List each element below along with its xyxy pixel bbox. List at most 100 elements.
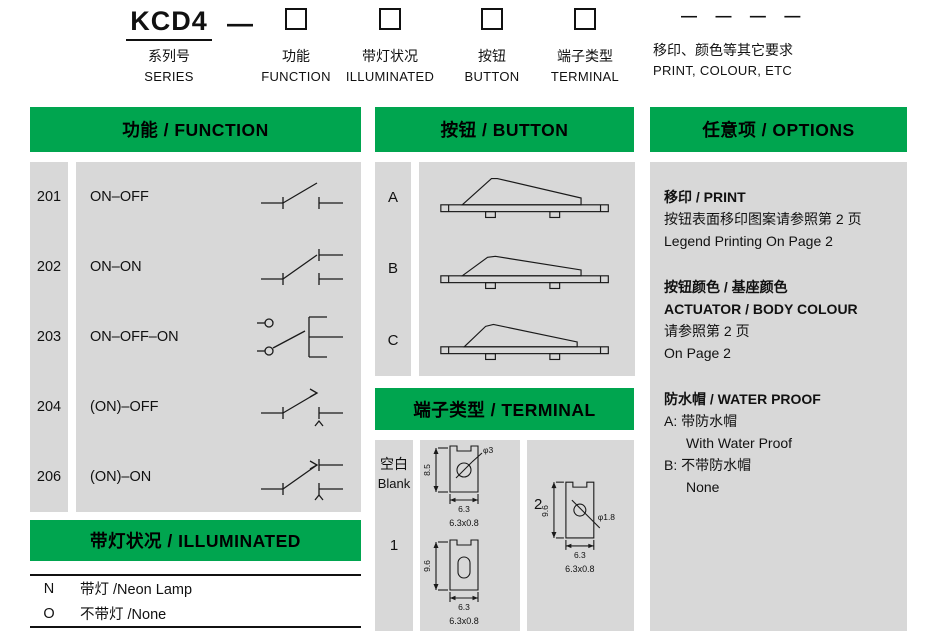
illuminated-row: O 不带灯 /None bbox=[30, 601, 361, 626]
terminal-code-2: 2 bbox=[534, 496, 543, 513]
dim-label-spec: 6.3x0.8 bbox=[566, 564, 595, 574]
waterproof-title: 防水帽 / WATER PROOF bbox=[664, 391, 821, 407]
function-code: 202 bbox=[36, 259, 62, 275]
slot-button-label-en: BUTTON bbox=[464, 69, 520, 84]
dim-label-height: 8.5 bbox=[422, 464, 432, 476]
function-label: ON–OFF–ON bbox=[90, 329, 179, 345]
options-section-header: 任意项 / OPTIONS bbox=[650, 107, 907, 152]
series-block: KCD4 系列号 SERIES bbox=[126, 6, 212, 84]
function-label: ON–ON bbox=[90, 259, 142, 275]
dim-label-height: 9.6 bbox=[422, 560, 432, 572]
dim-label-hole: φ3 bbox=[483, 445, 494, 455]
function-row: (ON)–ON bbox=[76, 442, 361, 512]
terminal-drawing-1: 9.6 6.3 6.3x0.8 bbox=[422, 539, 479, 626]
function-code: 201 bbox=[36, 189, 62, 205]
dim-label-height: 9.6 bbox=[542, 505, 550, 517]
button-code: C bbox=[387, 331, 399, 349]
button-code: A bbox=[387, 189, 398, 207]
print-note-en: Legend Printing On Page 2 bbox=[664, 233, 833, 249]
circuit-symbol-on-off-on bbox=[257, 316, 343, 358]
function-row: ON–OFF bbox=[76, 162, 361, 232]
dim-label-width: 6.3 bbox=[574, 550, 586, 560]
circuit-symbol-on-on bbox=[261, 249, 343, 285]
colour-note-en: On Page 2 bbox=[664, 345, 731, 361]
button-profile-c bbox=[439, 324, 609, 361]
terminal-drawing-blank: 8.5 φ3 6.3 6.3x0.8 bbox=[422, 445, 494, 528]
function-code-column: 201 202 203 204 206 bbox=[30, 162, 68, 512]
function-section-header: 功能 / FUNCTION bbox=[30, 107, 361, 152]
function-label: ON–OFF bbox=[90, 189, 149, 205]
colour-title-en: ACTUATOR / BODY COLOUR bbox=[664, 301, 858, 317]
code-separator-dash: — bbox=[227, 8, 253, 38]
button-table bbox=[419, 162, 635, 376]
illuminated-label: 不带灯 /None bbox=[80, 607, 167, 623]
button-row bbox=[419, 162, 635, 233]
terminal-code-blank-en: Blank bbox=[377, 476, 411, 491]
colour-note-cn: 请参照第 2 页 bbox=[664, 323, 750, 339]
dim-label-width: 6.3 bbox=[458, 504, 470, 514]
dim-label-hole: φ1.8 bbox=[598, 512, 616, 522]
button-code-box bbox=[481, 8, 503, 30]
terminal-code-1: 1 bbox=[389, 537, 399, 554]
function-code: 206 bbox=[36, 469, 62, 485]
slot-illuminated-label-en: ILLUMINATED bbox=[345, 69, 435, 84]
order-code-diagram: KCD4 系列号 SERIES — 功能 FUNCTION 带灯状况 ILLUM… bbox=[0, 0, 937, 102]
slot-terminal-label-cn: 端子类型 bbox=[557, 48, 613, 64]
terminal-code-blank-cn: 空白 bbox=[380, 456, 408, 472]
terminal-code-box bbox=[574, 8, 596, 30]
slot-illuminated-label-cn: 带灯状况 bbox=[362, 48, 418, 64]
terminal-drawings-left: 8.5 φ3 6.3 6.3x0.8 9.6 6.3 6.3x0.8 bbox=[420, 440, 520, 631]
series-code: KCD4 bbox=[130, 6, 208, 36]
extra-options-label-cn: 移印、颜色等其它要求 bbox=[653, 42, 793, 58]
terminal-drawings-right: 2 9.6 φ1.8 6.3 6.3x0.8 bbox=[527, 440, 634, 631]
dim-label-spec: 6.3x0.8 bbox=[449, 616, 479, 626]
button-profile-b bbox=[439, 255, 609, 290]
terminal-drawing-2: 9.6 φ1.8 6.3 6.3x0.8 bbox=[542, 481, 616, 574]
waterproof-option-b-en: None bbox=[686, 479, 720, 495]
function-row: ON–ON bbox=[76, 232, 361, 302]
waterproof-option-a-cn: A: 带防水帽 bbox=[664, 413, 738, 429]
function-code-box bbox=[285, 8, 307, 30]
illuminated-table: N 带灯 /Neon Lamp O 不带灯 /None bbox=[30, 574, 361, 628]
illuminated-section-header: 带灯状况 / ILLUMINATED bbox=[30, 520, 361, 561]
function-row: (ON)–OFF bbox=[76, 372, 361, 442]
series-label-cn: 系列号 bbox=[148, 48, 190, 64]
series-label-en: SERIES bbox=[144, 69, 194, 84]
dim-label-width: 6.3 bbox=[458, 602, 470, 612]
print-note-cn: 按钮表面移印图案请参照第 2 页 bbox=[664, 211, 862, 227]
slot-terminal: 端子类型 TERMINAL bbox=[520, 8, 650, 84]
extra-options-label-en: PRINT, COLOUR, ETC bbox=[653, 63, 793, 78]
slot-button: 按钮 BUTTON bbox=[427, 8, 557, 84]
button-row bbox=[419, 305, 635, 376]
circuit-symbol-on-off bbox=[261, 182, 343, 209]
circuit-symbol-mom-on-off bbox=[261, 388, 343, 427]
waterproof-option-b-cn: B: 不带防水帽 bbox=[664, 457, 752, 473]
function-label: (ON)–ON bbox=[90, 469, 152, 485]
dim-label-spec: 6.3x0.8 bbox=[449, 518, 479, 528]
print-title: 移印 / PRINT bbox=[664, 189, 746, 205]
function-code: 203 bbox=[36, 329, 62, 345]
terminal-code-column: 空白 Blank 1 bbox=[375, 440, 413, 631]
slot-extra-options: — — — — 移印、颜色等其它要求 PRINT, COLOUR, ETC bbox=[640, 8, 900, 78]
options-panel: 移印 / PRINT 按钮表面移印图案请参照第 2 页 Legend Print… bbox=[650, 162, 907, 631]
button-profile-a bbox=[439, 177, 609, 218]
series-underline bbox=[126, 39, 212, 41]
slot-function: 功能 FUNCTION bbox=[231, 8, 361, 84]
waterproof-option-a-en: With Water Proof bbox=[686, 435, 793, 451]
slot-terminal-label-en: TERMINAL bbox=[550, 69, 620, 84]
button-code-column: A B C bbox=[375, 162, 411, 376]
function-label: (ON)–OFF bbox=[90, 399, 159, 415]
colour-title-cn: 按钮颜色 / 基座颜色 bbox=[664, 279, 788, 295]
slot-function-label-en: FUNCTION bbox=[261, 69, 331, 84]
illuminated-code-box bbox=[379, 8, 401, 30]
function-table: ON–OFF ON–ON ON–OFF–ON bbox=[76, 162, 361, 512]
function-row: ON–OFF–ON bbox=[76, 302, 361, 372]
function-code: 204 bbox=[36, 399, 62, 415]
button-row bbox=[419, 233, 635, 304]
illuminated-row: N 带灯 /Neon Lamp bbox=[30, 576, 361, 601]
slot-illuminated: 带灯状况 ILLUMINATED bbox=[325, 8, 455, 84]
terminal-section-header: 端子类型 / TERMINAL bbox=[375, 388, 634, 430]
slot-button-label-cn: 按钮 bbox=[478, 48, 506, 64]
circuit-symbol-mom-on-on bbox=[261, 459, 343, 501]
